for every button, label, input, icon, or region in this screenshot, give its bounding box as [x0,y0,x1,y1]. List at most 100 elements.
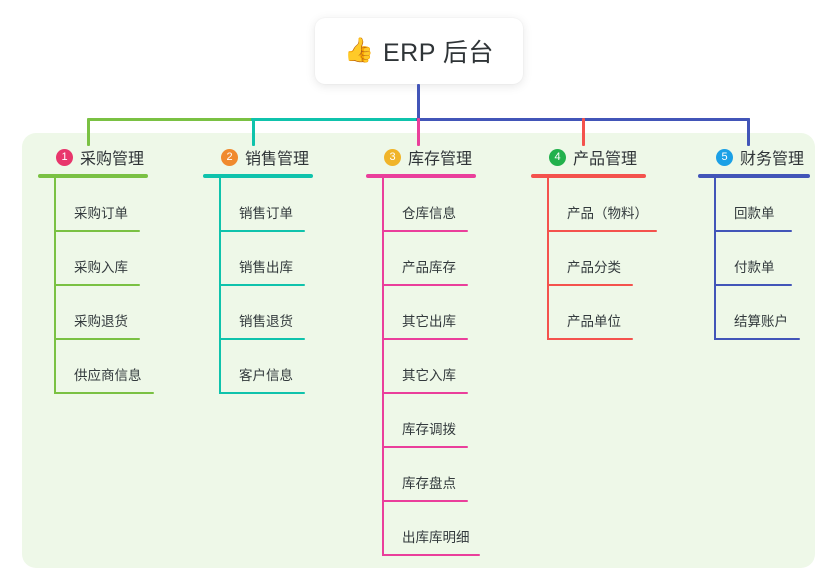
leaf-item[interactable]: 产品库存 [382,232,516,286]
branch-children-5: 回款单付款单结算账户 [714,178,839,340]
leaf-item[interactable]: 销售出库 [219,232,353,286]
leaf-underline [547,230,657,232]
leaf-item[interactable]: 产品分类 [547,232,691,286]
branch-underline-1 [38,174,148,178]
branch-title-2: 销售管理 [245,151,310,168]
leaf-label: 出库库明细 [402,530,470,545]
leaf-underline [382,392,468,394]
leaf-label: 客户信息 [239,368,293,383]
leaf-item[interactable]: 回款单 [714,178,839,232]
branch-spine-2 [219,178,221,394]
leaf-item[interactable]: 仓库信息 [382,178,516,232]
leaf-underline [54,392,154,394]
leaf-underline [382,338,468,340]
leaf-item[interactable]: 供应商信息 [54,340,188,394]
drop-line-5 [747,118,750,146]
root-title: ERP 后台 [382,39,494,67]
diagram-background-panel [22,133,815,568]
branch-column-3: 3 库存管理仓库信息产品库存其它出库其它入库库存调拨库存盘点出库库明细 [366,145,516,556]
leaf-underline [54,284,140,286]
branch-header-3[interactable]: 3 库存管理 [366,145,516,169]
leaf-underline [714,284,792,286]
leaf-underline [714,338,800,340]
leaf-label: 采购入库 [74,260,128,275]
branch-badge-3: 3 [384,148,401,166]
branch-header-1[interactable]: 1 采购管理 [38,145,188,169]
thumbs-up-icon: 👍 [344,37,374,64]
leaf-label: 付款单 [734,260,775,275]
leaf-label: 产品分类 [567,260,621,275]
branch-header-2[interactable]: 2 销售管理 [203,145,353,169]
branch-spine-3 [382,178,384,556]
leaf-label: 产品单位 [567,314,621,329]
leaf-underline [547,338,633,340]
leaf-label: 库存盘点 [402,476,456,491]
leaf-item[interactable]: 采购订单 [54,178,188,232]
branch-spine-4 [547,178,549,340]
leaf-label: 销售订单 [239,206,293,221]
leaf-underline [382,284,468,286]
branch-children-3: 仓库信息产品库存其它出库其它入库库存调拨库存盘点出库库明细 [382,178,516,556]
leaf-underline [382,554,480,556]
branch-badge-1: 1 [56,148,73,166]
leaf-item[interactable]: 产品单位 [547,286,691,340]
branch-title-5: 财务管理 [740,151,805,168]
branch-children-1: 采购订单采购入库采购退货供应商信息 [54,178,188,394]
leaf-item[interactable]: 其它出库 [382,286,516,340]
bus-segment-2 [251,118,418,121]
drop-line-2 [252,118,255,146]
leaf-item[interactable]: 客户信息 [219,340,353,394]
leaf-item[interactable]: 采购退货 [54,286,188,340]
branch-header-5[interactable]: 5 财务管理 [698,145,839,169]
branch-column-2: 2 销售管理销售订单销售出库销售退货客户信息 [203,145,353,394]
leaf-item[interactable]: 销售退货 [219,286,353,340]
leaf-underline [382,446,468,448]
branch-badge-5: 5 [716,148,733,166]
leaf-label: 销售出库 [239,260,293,275]
branch-badge-4: 4 [549,148,566,166]
leaf-item[interactable]: 出库库明细 [382,502,516,556]
branch-badge-2: 2 [221,148,238,166]
branch-underline-4 [531,174,646,178]
leaf-item[interactable]: 其它入库 [382,340,516,394]
leaf-label: 仓库信息 [402,206,456,221]
branch-underline-5 [698,174,810,178]
drop-line-1 [87,118,90,146]
root-stem-line [417,84,420,121]
bus-segment-1 [88,118,253,121]
leaf-underline [219,392,305,394]
leaf-underline [714,230,792,232]
leaf-item[interactable]: 库存调拨 [382,394,516,448]
leaf-item[interactable]: 库存盘点 [382,448,516,502]
leaf-underline [382,500,468,502]
branch-underline-3 [366,174,476,178]
leaf-underline [54,230,140,232]
branch-title-1: 采购管理 [80,151,145,168]
leaf-item[interactable]: 采购入库 [54,232,188,286]
leaf-underline [219,338,305,340]
leaf-label: 库存调拨 [402,422,456,437]
leaf-label: 采购退货 [74,314,128,329]
branch-title-3: 库存管理 [408,151,473,168]
branch-column-5: 5 财务管理回款单付款单结算账户 [698,145,839,340]
branch-underline-2 [203,174,313,178]
leaf-item[interactable]: 产品（物料） [547,178,691,232]
leaf-underline [219,230,305,232]
branch-column-1: 1 采购管理采购订单采购入库采购退货供应商信息 [38,145,188,394]
leaf-underline [54,338,140,340]
leaf-underline [219,284,305,286]
branch-spine-1 [54,178,56,394]
leaf-label: 结算账户 [734,314,788,329]
drop-line-3 [417,118,420,146]
branch-children-2: 销售订单销售出库销售退货客户信息 [219,178,353,394]
leaf-item[interactable]: 付款单 [714,232,839,286]
root-node[interactable]: 👍 ERP 后台 [315,18,523,84]
leaf-item[interactable]: 销售订单 [219,178,353,232]
leaf-label: 采购订单 [74,206,128,221]
leaf-item[interactable]: 结算账户 [714,286,839,340]
leaf-underline [382,230,468,232]
leaf-label: 其它出库 [402,314,456,329]
